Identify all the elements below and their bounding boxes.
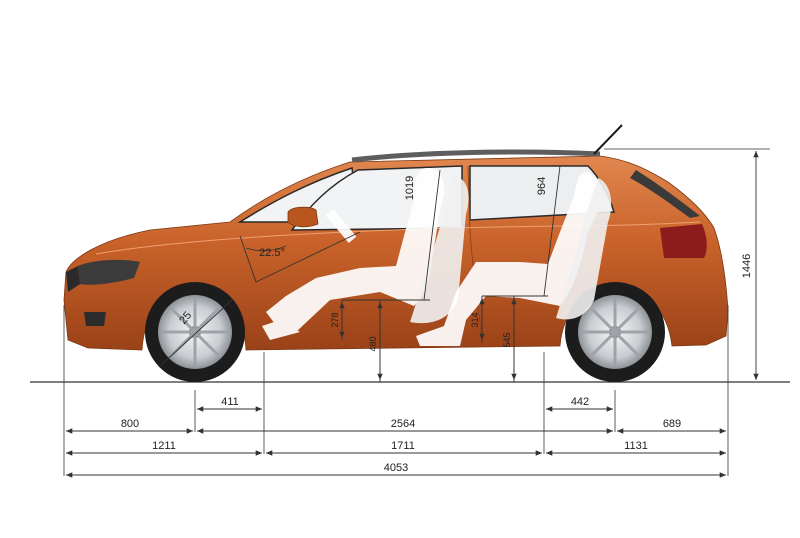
roof-line [351, 149, 601, 163]
label-front-overhang: 800 [121, 418, 139, 430]
vertical-guides [63, 148, 770, 476]
antenna [593, 124, 623, 155]
label-rear-headroom: 964 [536, 177, 548, 195]
front-seat [410, 176, 469, 324]
front-occupant [262, 168, 445, 340]
windshield-angle-ray [255, 231, 361, 283]
dimension-lines [66, 151, 759, 478]
front-headroom-line [423, 169, 441, 301]
label-front-floor: 480 [368, 336, 378, 351]
label-windshield-angle: 22.5° [259, 247, 285, 259]
windshield-angle-arc [245, 245, 287, 252]
front-grille [66, 266, 80, 292]
label-length: 4053 [384, 462, 408, 474]
label-wheelbase: 2564 [391, 418, 415, 430]
label-front-section: 1211 [152, 440, 176, 452]
front-wheel [145, 282, 245, 382]
windshield-angle-ref [239, 235, 257, 283]
rear-headroom-line [543, 165, 561, 297]
label-front-seat-height: 278 [330, 312, 340, 327]
label-front-headroom: 1019 [404, 176, 416, 200]
dimension-labels: 411 442 800 2564 689 1211 1711 1131 4053… [121, 176, 753, 474]
rear-quarter-window [630, 170, 700, 218]
label-rear-section: 1131 [624, 440, 648, 452]
approach-angle-line [159, 299, 233, 367]
fog-light [84, 312, 106, 326]
tail-light [660, 224, 707, 258]
label-rear-seat-height: 314 [470, 312, 480, 327]
label-front-axle-offset: 411 [221, 396, 239, 408]
rear-seat [556, 178, 612, 320]
rear-occupant [416, 172, 601, 346]
label-rear-floor: 545 [502, 332, 512, 347]
label-rear-overhang: 689 [663, 418, 681, 430]
label-seat-span: 1711 [391, 440, 415, 452]
headlight [78, 259, 140, 285]
label-rear-axle-offset: 442 [571, 396, 589, 408]
label-height: 1446 [741, 254, 753, 278]
body-crease [95, 221, 701, 255]
side-mirror [287, 206, 319, 228]
